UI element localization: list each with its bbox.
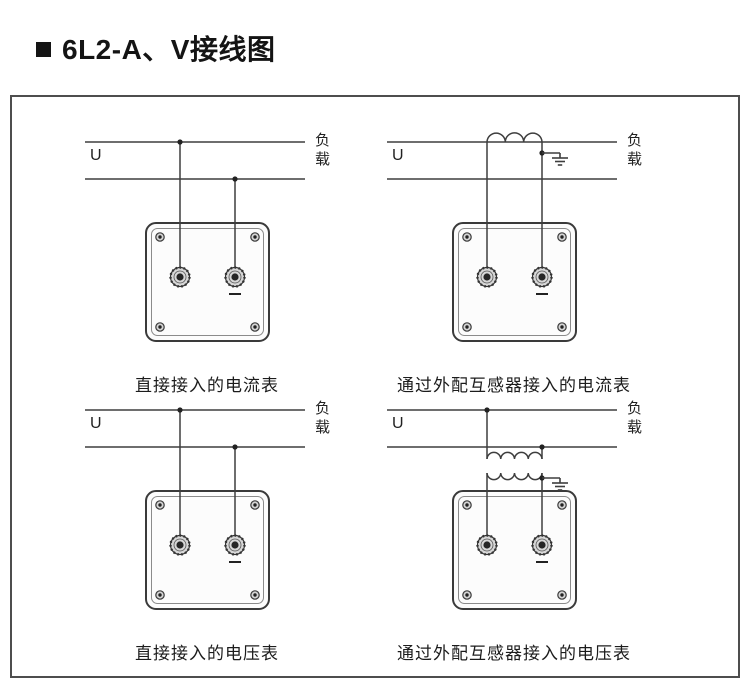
load-label: 负载 [313,132,330,170]
load-label: 负载 [625,132,642,170]
supply-lines [387,141,617,180]
meter-case [452,222,577,342]
supply-lines [85,141,305,180]
load-label: 负载 [313,400,330,438]
terminal-left [169,266,191,288]
current-transformer-coil [486,132,543,143]
load-label: 负载 [625,400,642,438]
voltage-label: U [392,147,404,164]
ground-icon [551,152,569,166]
junction-dot [232,444,238,450]
diagram-caption: 直接接入的电压表 [135,644,279,663]
meter-leads [486,142,543,277]
voltmeter-direct-schematic [85,407,305,610]
junction-dot [177,139,183,145]
diagram-voltmeter-via-pt: U 负载 通过外配互感器接入的电压表 [362,385,707,670]
junction-dot [484,407,490,413]
ground-connection [539,150,569,166]
diagram-caption: 通过外配互感器接入的电流表 [397,376,631,395]
junction-dot [177,407,183,413]
voltmeter-pt-schematic [387,407,617,610]
diagram-ammeter-via-ct: U 负载 通过外配互感器接入的电流表 [362,117,707,402]
voltage-label: U [90,147,102,164]
terminal-right [224,534,246,556]
terminal-right [531,266,553,288]
meter-case [145,490,270,610]
page-title: 6L2-A、V接线图 [62,34,276,65]
voltage-label: U [90,415,102,432]
diagram-voltmeter-direct: U 负载 直接接入的电压表 [60,385,380,670]
pt-primary-leads [486,410,543,459]
pt-primary-coil [486,451,543,460]
diagram-caption: 通过外配互感器接入的电压表 [397,644,631,663]
wiring-diagram-panel: U 负载 直接接入的电流表 U 负载 通 [10,95,740,678]
terminal-left [476,534,498,556]
terminal-right [531,534,553,556]
diagram-ammeter-direct: U 负载 直接接入的电流表 [60,117,380,402]
meter-case [145,222,270,342]
terminal-left [476,266,498,288]
junction-dot [232,176,238,182]
ground-connection [539,475,569,491]
junction-dot [539,444,545,450]
ground-icon [551,477,569,491]
meter-case [452,490,577,610]
voltage-label: U [392,415,404,432]
section-bullet-icon [36,42,51,57]
terminal-right [224,266,246,288]
meter-leads [486,473,543,545]
meter-leads [179,142,236,277]
meter-leads [179,410,236,545]
diagram-caption: 直接接入的电流表 [135,376,279,395]
ammeter-ct-schematic [387,132,617,342]
page-header: 6L2-A、V接线图 [36,28,275,68]
terminal-left [169,534,191,556]
pt-secondary-coil [486,472,543,481]
supply-lines [85,409,305,448]
supply-lines [387,409,617,448]
ammeter-direct-schematic [85,139,305,342]
